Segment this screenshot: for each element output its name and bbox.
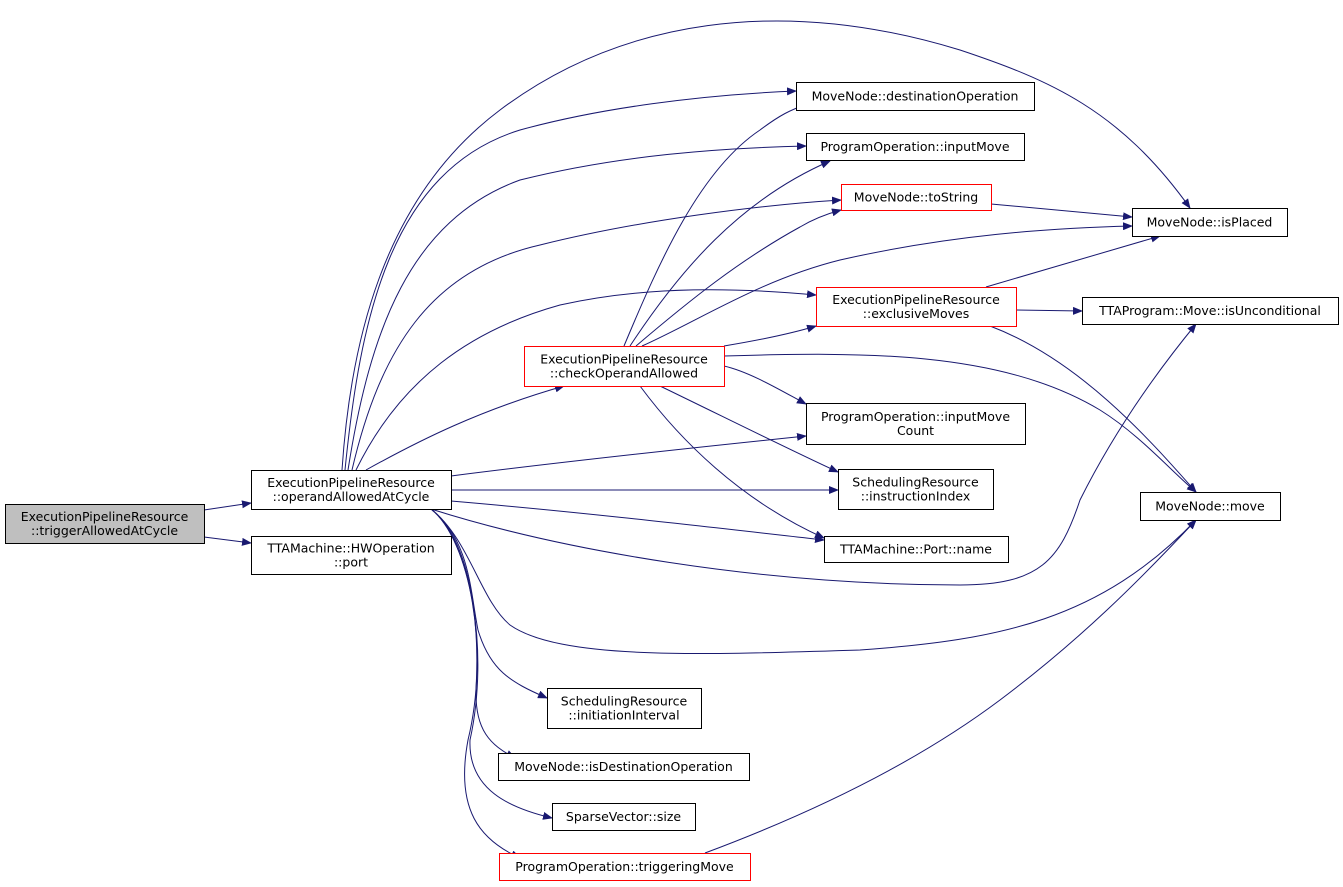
node-box-sparseSize[interactable]: [552, 803, 696, 831]
node-label-exclusiveMoves-line-1: ::exclusiveMoves: [863, 306, 969, 321]
edge-opAllowed-to-triggeringMove: [430, 508, 521, 859]
edge-root-to-opAllowed: [203, 500, 252, 511]
edge-triggeringMove-to-move: [704, 519, 1197, 854]
edge-opAllowed-to-initInterval: [430, 508, 548, 699]
node-toString[interactable]: MoveNode::toString: [841, 184, 992, 211]
edge-exclusiveMoves-to-move: [989, 325, 1197, 493]
node-box-root[interactable]: [5, 504, 205, 544]
node-label-opAllowed-line-0: ExecutionPipelineResource: [267, 475, 435, 490]
node-label-opAllowed-line-1: ::operandAllowedAtCycle: [273, 489, 430, 504]
node-box-hwPort[interactable]: [251, 536, 452, 575]
node-box-triggeringMove[interactable]: [499, 853, 751, 881]
node-label-instrIndex-line-1: ::instructionIndex: [861, 489, 971, 504]
node-isUncond[interactable]: TTAProgram::Move::isUnconditional: [1082, 297, 1339, 325]
node-box-move[interactable]: [1140, 492, 1281, 521]
edge-toString-to-isPlaced: [990, 203, 1133, 221]
edge-opAllowed-to-destOp: [344, 87, 797, 471]
node-label-destOp-line-0: MoveNode::destinationOperation: [812, 89, 1019, 104]
node-label-isUncond-line-0: TTAProgram::Move::isUnconditional: [1098, 303, 1321, 318]
edge-opAllowed-to-inputMove: [347, 142, 807, 471]
node-destOp[interactable]: MoveNode::destinationOperation: [796, 82, 1035, 111]
node-label-sparseSize-line-0: SparseVector::size: [566, 809, 681, 824]
node-root[interactable]: ExecutionPipelineResource::triggerAllowe…: [5, 504, 205, 544]
edge-checkOperand-to-inputMoveCount: [723, 365, 807, 405]
edge-checkOperand-to-inputMove: [629, 160, 831, 347]
node-box-checkOperand[interactable]: [524, 346, 725, 387]
node-initInterval[interactable]: SchedulingResource::initiationInterval: [547, 688, 702, 729]
edge-exclusiveMoves-to-isPlaced: [985, 234, 1161, 288]
node-box-opAllowed[interactable]: [251, 470, 452, 510]
node-hwPort[interactable]: TTAMachine::HWOperation::port: [251, 536, 452, 575]
node-instrIndex[interactable]: SchedulingResource::instructionIndex: [838, 469, 994, 510]
node-box-inputMoveCount[interactable]: [806, 403, 1026, 445]
nodes-layer: ExecutionPipelineResource::triggerAllowe…: [5, 82, 1339, 881]
node-checkOperand[interactable]: ExecutionPipelineResource::checkOperandA…: [524, 346, 725, 387]
node-box-isPlaced[interactable]: [1132, 208, 1288, 237]
node-box-toString[interactable]: [841, 184, 992, 211]
node-label-root-line-0: ExecutionPipelineResource: [21, 509, 189, 524]
node-label-hwPort-line-1: ::port: [334, 555, 368, 570]
edge-checkOperand-to-move: [723, 353, 1197, 493]
node-label-initInterval-line-1: ::initiationInterval: [568, 708, 679, 723]
node-sparseSize[interactable]: SparseVector::size: [552, 803, 696, 831]
node-label-exclusiveMoves-line-0: ExecutionPipelineResource: [832, 292, 1000, 307]
node-label-inputMove-line-0: ProgramOperation::inputMove: [820, 139, 1009, 154]
edge-checkOperand-to-destOp: [623, 102, 811, 347]
node-label-isDestOp-line-0: MoveNode::isDestinationOperation: [514, 759, 733, 774]
node-opAllowed[interactable]: ExecutionPipelineResource::operandAllowe…: [251, 470, 452, 510]
node-label-inputMoveCount-line-0: ProgramOperation::inputMove: [821, 409, 1010, 424]
node-triggeringMove[interactable]: ProgramOperation::triggeringMove: [499, 853, 751, 881]
edge-checkOperand-to-exclusiveMoves: [723, 324, 817, 347]
node-label-isPlaced-line-0: MoveNode::isPlaced: [1147, 215, 1273, 230]
node-box-initInterval[interactable]: [547, 688, 702, 729]
node-box-inputMove[interactable]: [806, 133, 1025, 161]
node-label-checkOperand-line-1: ::checkOperandAllowed: [550, 366, 698, 381]
edge-opAllowed-to-toString: [351, 196, 842, 471]
node-isPlaced[interactable]: MoveNode::isPlaced: [1132, 208, 1288, 237]
edge-exclusiveMoves-to-isUncond: [1015, 306, 1083, 315]
node-label-move-line-0: MoveNode::move: [1155, 499, 1265, 514]
node-box-instrIndex[interactable]: [838, 469, 994, 510]
node-box-portName[interactable]: [824, 536, 1009, 563]
edge-opAllowed-to-isPlaced: [341, 20, 1191, 471]
edge-root-to-hwPort: [203, 536, 252, 546]
edge-checkOperand-to-isPlaced: [641, 222, 1133, 347]
node-box-isDestOp[interactable]: [498, 753, 750, 781]
node-isDestOp[interactable]: MoveNode::isDestinationOperation: [498, 753, 750, 781]
edge-checkOperand-to-instrIndex: [659, 385, 839, 473]
edge-opAllowed-to-isUncond: [430, 323, 1197, 586]
node-label-instrIndex-line-0: SchedulingResource: [852, 475, 979, 490]
edge-opAllowed-to-portName: [450, 500, 825, 543]
edge-opAllowed-to-inputMoveCount: [450, 432, 807, 477]
node-inputMove[interactable]: ProgramOperation::inputMove: [806, 133, 1025, 161]
node-box-isUncond[interactable]: [1082, 297, 1339, 325]
node-label-triggeringMove-line-0: ProgramOperation::triggeringMove: [515, 859, 734, 874]
node-label-toString-line-0: MoveNode::toString: [854, 190, 978, 205]
node-exclusiveMoves[interactable]: ExecutionPipelineResource::exclusiveMove…: [816, 287, 1017, 327]
edge-opAllowed-to-checkOperand: [365, 384, 565, 471]
edge-opAllowed-to-exclusiveMoves: [355, 289, 817, 471]
node-label-root-line-1: ::triggerAllowedAtCycle: [31, 523, 178, 538]
node-label-hwPort-line-0: TTAMachine::HWOperation: [266, 541, 434, 556]
node-portName[interactable]: TTAMachine::Port::name: [824, 536, 1009, 563]
node-label-initInterval-line-0: SchedulingResource: [561, 694, 688, 709]
node-label-inputMoveCount-line-1: Count: [897, 423, 934, 438]
node-label-checkOperand-line-0: ExecutionPipelineResource: [540, 352, 708, 367]
edge-checkOperand-to-portName: [639, 385, 825, 539]
node-box-destOp[interactable]: [796, 82, 1035, 111]
edges-layer: [203, 20, 1197, 859]
edge-checkOperand-to-toString: [635, 208, 842, 347]
edge-opAllowed-to-move: [430, 508, 1197, 655]
node-label-portName-line-0: TTAMachine::Port::name: [839, 542, 992, 557]
node-box-exclusiveMoves[interactable]: [816, 287, 1017, 327]
node-move[interactable]: MoveNode::move: [1140, 492, 1281, 521]
